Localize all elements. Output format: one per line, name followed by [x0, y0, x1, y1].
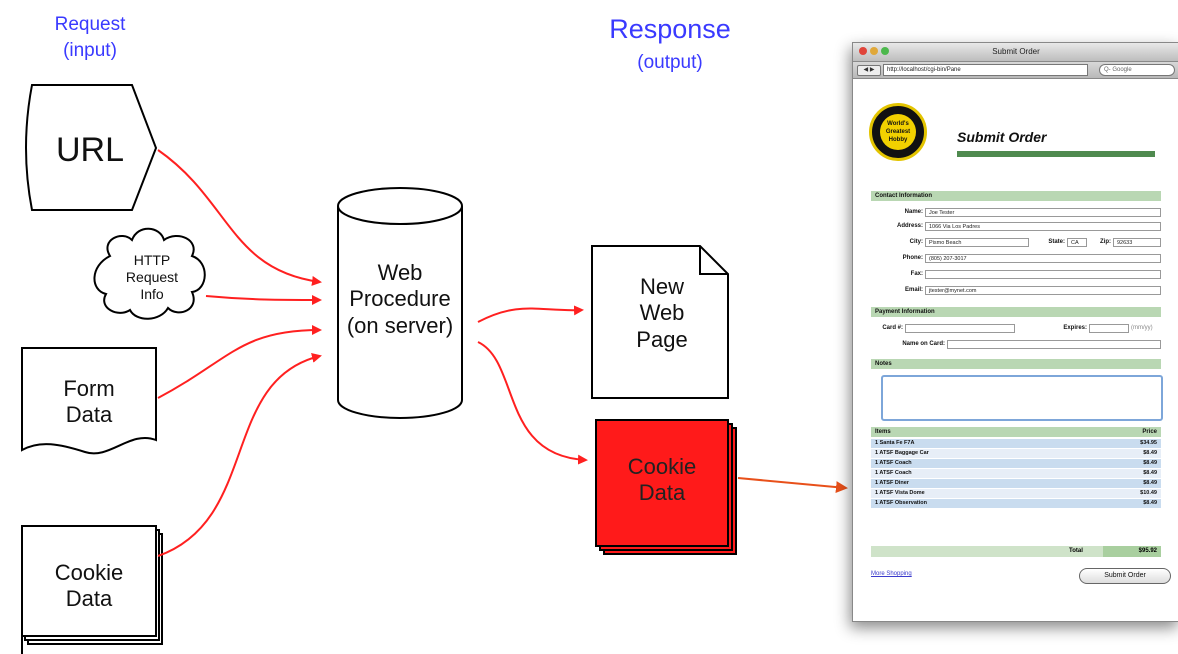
- arrow-cookie-to-browser: [737, 477, 848, 494]
- zoom-icon[interactable]: [881, 47, 889, 55]
- name-field[interactable]: Joe Tester: [925, 208, 1161, 217]
- zip-field[interactable]: 92633: [1113, 238, 1161, 247]
- arrow-url-to-procedure: [157, 149, 322, 286]
- zip-label: Zip:: [1100, 239, 1111, 245]
- close-icon[interactable]: [859, 47, 867, 55]
- item-name: 1 ATSF Baggage Car: [875, 450, 929, 456]
- cookie-in-shape: [21, 525, 157, 637]
- item-name: 1 Santa Fe F7A: [875, 440, 915, 446]
- item-name: 1 ATSF Vista Dome: [875, 490, 925, 496]
- more-shopping-link[interactable]: More Shopping: [871, 571, 912, 577]
- submit-order-button[interactable]: Submit Order: [1079, 568, 1171, 584]
- form-data-shape: [21, 347, 157, 455]
- back-forward-button[interactable]: ◀ ▶: [857, 65, 881, 76]
- url-label: URL: [55, 131, 125, 169]
- notes-section-header: Notes: [871, 359, 1161, 369]
- price-header: Price: [1142, 429, 1157, 435]
- expires-hint: (mm/yy): [1131, 325, 1153, 331]
- browser-window: Submit Order ◀ ▶ http://localhost/cgi-bi…: [852, 42, 1178, 622]
- address-bar[interactable]: http://localhost/cgi-bin/Pane: [883, 64, 1088, 76]
- item-price: $8.49: [1143, 470, 1157, 476]
- expires-label: Expires:: [1063, 325, 1087, 331]
- total-row: Total $95.92: [871, 546, 1161, 557]
- browser-toolbar: ◀ ▶ http://localhost/cgi-bin/Pane Q- Goo…: [853, 62, 1178, 79]
- phone-field[interactable]: (805) 207-3017: [925, 254, 1161, 263]
- arrow-procedure-to-cookie: [477, 341, 588, 465]
- item-price: $8.49: [1143, 450, 1157, 456]
- address-field[interactable]: 1066 Via Los Padres: [925, 222, 1161, 231]
- procedure-cylinder: [337, 206, 463, 419]
- request-title: Request: [54, 14, 126, 35]
- arrow-http-to-procedure: [205, 294, 322, 305]
- items-header: Items: [875, 429, 891, 435]
- email-label: Email:: [904, 287, 923, 293]
- table-row: 1 ATSF Coach $8.49: [871, 469, 1161, 478]
- fax-field[interactable]: [925, 270, 1161, 279]
- card-label: Card #:: [882, 325, 903, 331]
- table-row: 1 ATSF Baggage Car $8.49: [871, 449, 1161, 458]
- contact-section-header: Contact Information: [871, 191, 1161, 201]
- arrow-cookie-to-procedure: [157, 353, 322, 557]
- search-field[interactable]: Q- Google: [1099, 64, 1175, 76]
- address-label: Address:: [896, 223, 923, 229]
- table-row: 1 ATSF Observation $8.49: [871, 499, 1161, 508]
- email-field[interactable]: jtester@mynet.com: [925, 286, 1161, 295]
- item-name: 1 ATSF Diner: [875, 480, 909, 486]
- total-label: Total: [1069, 548, 1083, 554]
- window-titlebar: Submit Order: [853, 43, 1178, 62]
- city-label: City:: [909, 239, 923, 245]
- items-table-header: Items Price: [871, 427, 1161, 437]
- item-price: $8.49: [1143, 480, 1157, 486]
- card-field[interactable]: [905, 324, 1015, 333]
- request-subtitle: (input): [63, 40, 117, 61]
- table-row: 1 Santa Fe F7A $34.95: [871, 439, 1161, 448]
- state-field[interactable]: CA: [1067, 238, 1087, 247]
- response-title: Response: [609, 14, 731, 44]
- new-page-shape: [591, 245, 729, 399]
- response-subtitle: (output): [637, 52, 703, 73]
- cookie-out-shape: [595, 419, 729, 547]
- item-price: $34.95: [1140, 440, 1157, 446]
- phone-label: Phone:: [902, 255, 923, 261]
- name-label: Name:: [904, 209, 923, 215]
- item-name: 1 ATSF Coach: [875, 460, 912, 466]
- item-price: $8.49: [1143, 460, 1157, 466]
- item-price: $10.49: [1140, 490, 1157, 496]
- fax-label: Fax:: [910, 271, 923, 277]
- http-cloud-shape: [93, 227, 206, 320]
- name-on-card-field[interactable]: [947, 340, 1161, 349]
- expires-field[interactable]: [1089, 324, 1129, 333]
- table-row: 1 ATSF Diner $8.49: [871, 479, 1161, 488]
- logo: World's Greatest Hobby: [869, 103, 927, 161]
- item-price: $8.49: [1143, 500, 1157, 506]
- item-name: 1 ATSF Observation: [875, 500, 927, 506]
- table-row: 1 ATSF Coach $8.49: [871, 459, 1161, 468]
- table-row: 1 ATSF Vista Dome $10.49: [871, 489, 1161, 498]
- city-field[interactable]: Pismo Beach: [925, 238, 1029, 247]
- arrow-form-to-procedure: [157, 325, 322, 399]
- logo-text: World's Greatest Hobby: [880, 114, 916, 150]
- window-title: Submit Order: [992, 47, 1040, 56]
- minimize-icon[interactable]: [870, 47, 878, 55]
- title-underline: [957, 151, 1155, 157]
- arrow-procedure-to-page: [477, 305, 584, 323]
- notes-textarea[interactable]: [881, 375, 1163, 421]
- state-label: State:: [1048, 239, 1065, 245]
- payment-section-header: Payment Information: [871, 307, 1161, 317]
- page-title: Submit Order: [957, 129, 1047, 145]
- item-name: 1 ATSF Coach: [875, 470, 912, 476]
- total-value: $95.92: [1103, 546, 1161, 557]
- name-on-card-label: Name on Card:: [902, 341, 945, 347]
- url-shape: [25, 84, 158, 211]
